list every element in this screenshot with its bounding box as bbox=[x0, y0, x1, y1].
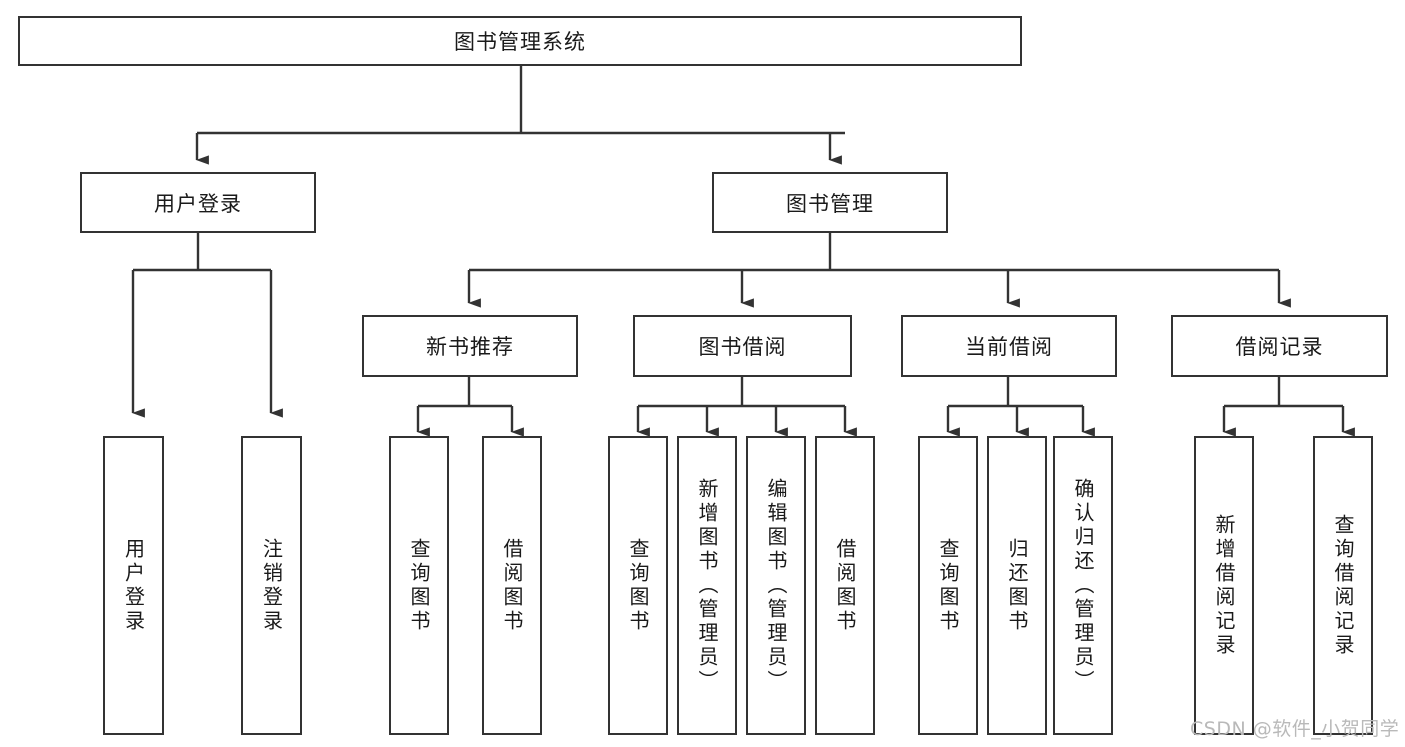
node-leaf-query-book-3[interactable]: 查询图书 bbox=[918, 436, 978, 735]
node-leaf-query-book-1-label: 查询图书 bbox=[407, 537, 431, 634]
node-leaf-user-login[interactable]: 用户登录 bbox=[103, 436, 164, 735]
node-leaf-add-record[interactable]: 新增借阅记录 bbox=[1194, 436, 1254, 735]
node-root-label: 图书管理系统 bbox=[454, 30, 586, 54]
node-root[interactable]: 图书管理系统 bbox=[18, 16, 1022, 66]
node-new-book-recommend[interactable]: 新书推荐 bbox=[362, 315, 578, 377]
node-current-borrow-label: 当前借阅 bbox=[965, 335, 1053, 359]
node-leaf-query-book-1[interactable]: 查询图书 bbox=[389, 436, 449, 735]
node-book-borrow-label: 图书借阅 bbox=[698, 335, 787, 359]
node-leaf-borrow-book-1[interactable]: 借阅图书 bbox=[482, 436, 542, 735]
node-book-manage-label: 图书管理 bbox=[786, 191, 874, 216]
watermark-text: CSDN @软件_小贺同学 bbox=[1190, 718, 1400, 740]
node-leaf-user-login-label: 用户登录 bbox=[121, 537, 146, 634]
node-current-borrow[interactable]: 当前借阅 bbox=[901, 315, 1117, 377]
node-leaf-return-book-label: 归还图书 bbox=[1005, 537, 1029, 634]
node-borrow-record-label: 借阅记录 bbox=[1235, 335, 1324, 359]
node-leaf-query-book-2[interactable]: 查询图书 bbox=[608, 436, 668, 735]
node-leaf-query-record[interactable]: 查询借阅记录 bbox=[1313, 436, 1373, 735]
node-leaf-confirm-return[interactable]: 确认归还（管理员） bbox=[1053, 436, 1113, 735]
node-new-book-recommend-label: 新书推荐 bbox=[426, 335, 514, 359]
node-book-borrow[interactable]: 图书借阅 bbox=[633, 315, 852, 377]
node-book-manage[interactable]: 图书管理 bbox=[712, 172, 948, 233]
node-leaf-user-logout-label: 注销登录 bbox=[259, 537, 284, 634]
node-leaf-edit-book-label: 编辑图书（管理员） bbox=[764, 477, 788, 694]
node-borrow-record[interactable]: 借阅记录 bbox=[1171, 315, 1388, 377]
node-leaf-query-record-label: 查询借阅记录 bbox=[1331, 513, 1355, 658]
node-leaf-add-book[interactable]: 新增图书（管理员） bbox=[677, 436, 737, 735]
node-user-login-label: 用户登录 bbox=[154, 191, 242, 216]
node-leaf-return-book[interactable]: 归还图书 bbox=[987, 436, 1047, 735]
node-leaf-borrow-book-2[interactable]: 借阅图书 bbox=[815, 436, 875, 735]
node-leaf-borrow-book-1-label: 借阅图书 bbox=[500, 537, 524, 634]
node-leaf-borrow-book-2-label: 借阅图书 bbox=[833, 537, 857, 634]
node-leaf-add-record-label: 新增借阅记录 bbox=[1212, 513, 1236, 658]
node-leaf-confirm-return-label: 确认归还（管理员） bbox=[1071, 477, 1095, 694]
node-leaf-user-logout[interactable]: 注销登录 bbox=[241, 436, 302, 735]
node-leaf-add-book-label: 新增图书（管理员） bbox=[695, 477, 719, 694]
node-leaf-query-book-3-label: 查询图书 bbox=[936, 537, 960, 634]
node-leaf-query-book-2-label: 查询图书 bbox=[626, 537, 650, 634]
node-leaf-edit-book[interactable]: 编辑图书（管理员） bbox=[746, 436, 806, 735]
node-user-login[interactable]: 用户登录 bbox=[80, 172, 316, 233]
